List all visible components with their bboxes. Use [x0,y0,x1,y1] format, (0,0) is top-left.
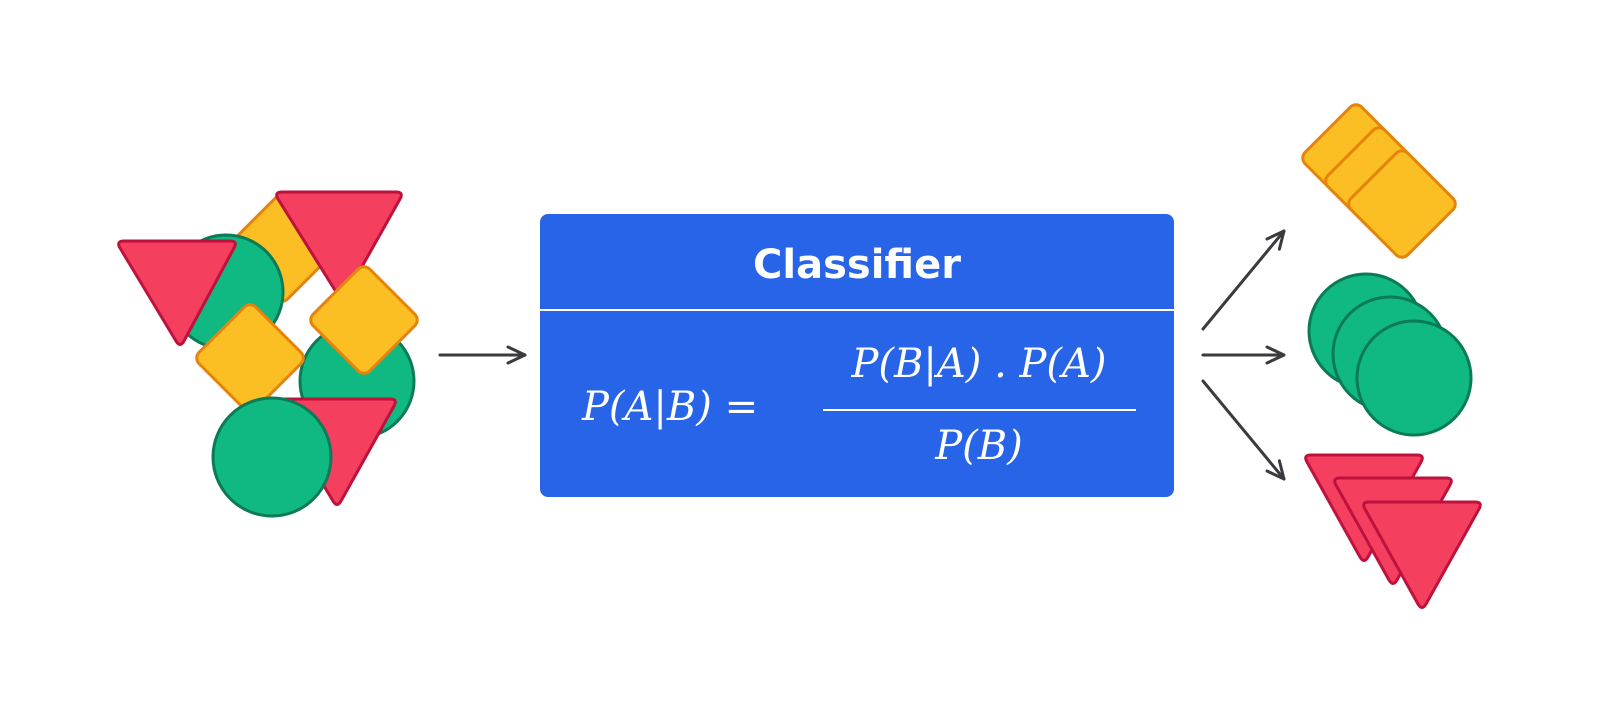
input-diamond-right [309,265,419,375]
output-diamonds-group [1301,103,1457,259]
classifier-box: Classifier P(A|B) = P(B|A) . P(A) P(B) [540,214,1174,497]
output-circles-group [1307,272,1473,437]
input-circle-bottom [211,396,333,518]
output-arrow-up [1201,229,1286,331]
input-triangle-left [117,239,237,346]
output-circle [1355,319,1473,437]
formula-lhs: P(A|B) = [581,384,758,430]
formula-numerator: P(B|A) . P(A) [850,341,1106,387]
classifier-title: Classifier [753,242,961,288]
input-shapes-cluster [117,190,419,518]
input-diamond-left [195,303,305,413]
output-arrows [1201,229,1286,481]
output-triangles-group [1304,453,1482,609]
output-triangle [1362,500,1482,609]
output-diamond [1347,149,1457,259]
output-arrow-down [1201,379,1286,481]
classifier-panel [540,214,1174,497]
formula-denominator: P(B) [934,423,1023,469]
